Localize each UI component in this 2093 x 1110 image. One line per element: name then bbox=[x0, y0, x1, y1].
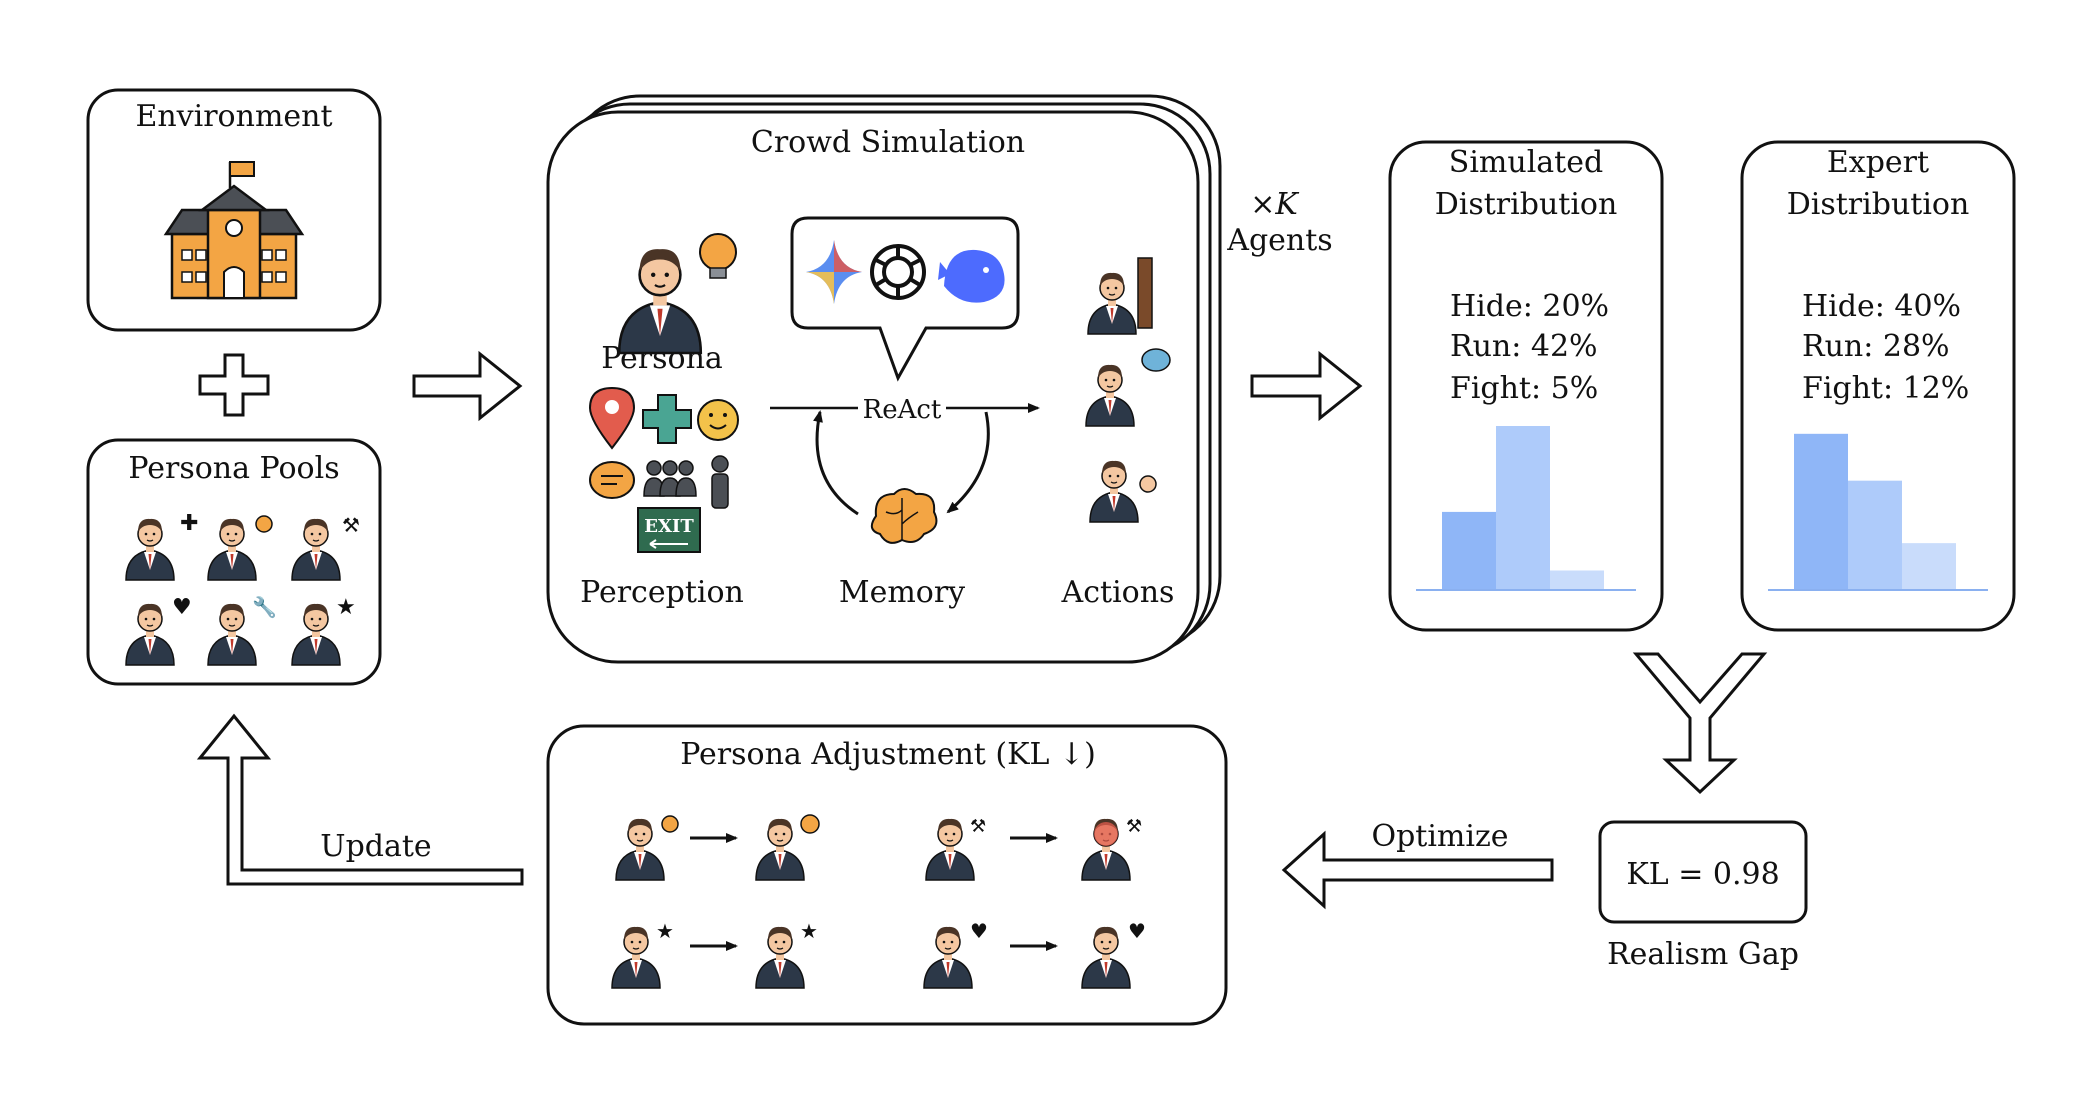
actions-label: Actions bbox=[1061, 575, 1175, 610]
bar-fight bbox=[1902, 543, 1956, 590]
simulated-stat: Fight: 5% bbox=[1450, 371, 1598, 406]
bar-hide bbox=[1442, 511, 1496, 590]
angry-face-overlay bbox=[1094, 822, 1118, 846]
fist-icon bbox=[1139, 475, 1157, 493]
simulated-stat: Run: 42% bbox=[1450, 329, 1598, 364]
persona-adjustment-box: Persona Adjustment (KL ↓) ⚒ ⚒ ★ ★ ♥ bbox=[546, 724, 1228, 1026]
heart-icon: ♥ bbox=[970, 919, 988, 943]
lightbulb-icon bbox=[661, 815, 679, 833]
expert-bar-chart bbox=[1768, 433, 1988, 591]
adjustment-pair: ★ ★ bbox=[611, 919, 818, 989]
bar-fight bbox=[1550, 570, 1604, 590]
expert-stat: Fight: 12% bbox=[1802, 371, 1969, 406]
environment-box: Environment bbox=[86, 88, 382, 332]
exit-sign-icon: EXIT bbox=[637, 507, 701, 553]
agents-label: Agents bbox=[1226, 223, 1332, 258]
crowd-simulation-box: Crowd Simulation Persona bbox=[546, 94, 1222, 664]
arrow-right-icon bbox=[412, 350, 523, 422]
persona-pools-box: Persona Pools ✚ ⚒ ♥ 🔧 ★ bbox=[86, 438, 382, 686]
whale-icon bbox=[938, 249, 1005, 303]
simulated-distribution-box: Simulated Distribution Hide: 20% Run: 42… bbox=[1388, 140, 1664, 632]
crowd-simulation-title: Crowd Simulation bbox=[751, 125, 1025, 160]
perception-icons: EXIT bbox=[588, 386, 739, 553]
environment-title: Environment bbox=[135, 99, 332, 134]
star-icon: ★ bbox=[656, 919, 674, 943]
expert-title-line1: Expert bbox=[1827, 145, 1929, 180]
gavel-icon: ⚒ bbox=[970, 816, 986, 837]
react-label: ReAct bbox=[863, 395, 942, 425]
times-k-label: ×K bbox=[1250, 187, 1299, 222]
expert-title-line2: Distribution bbox=[1787, 187, 1970, 222]
simulated-title-line1: Simulated bbox=[1449, 145, 1603, 180]
chat-bubble-icon bbox=[1141, 348, 1171, 372]
action-avatar-run bbox=[1085, 348, 1171, 427]
action-avatar-hide bbox=[1087, 257, 1153, 335]
adjustment-pair: ⚒ ⚒ bbox=[925, 816, 1142, 881]
update-arrow-icon bbox=[196, 713, 524, 886]
plus-icon bbox=[198, 353, 270, 417]
bar-hide bbox=[1794, 433, 1848, 590]
arrow-left-icon bbox=[1281, 830, 1554, 910]
realism-gap-box: KL = 0.98 Realism Gap bbox=[1598, 820, 1808, 972]
exit-sign-text: EXIT bbox=[644, 516, 694, 537]
persona-pools-title: Persona Pools bbox=[128, 451, 339, 486]
memory-feedback-arrow bbox=[813, 410, 859, 516]
simulated-bar-chart bbox=[1416, 426, 1636, 591]
llm-bubble bbox=[790, 216, 1020, 382]
wrench-icon: 🔧 bbox=[252, 595, 277, 619]
simulated-title-line2: Distribution bbox=[1435, 187, 1618, 222]
school-icon bbox=[163, 161, 305, 300]
location-pin-icon bbox=[588, 386, 636, 450]
arrow-right-icon bbox=[1250, 350, 1363, 422]
heart-icon: ♥ bbox=[1128, 919, 1146, 943]
realism-gap-label: Realism Gap bbox=[1607, 937, 1799, 972]
openai-icon bbox=[870, 244, 926, 300]
brain-icon bbox=[870, 488, 938, 544]
merge-arrow-icon bbox=[1632, 652, 1768, 795]
medical-cross-icon bbox=[642, 394, 692, 444]
bar-run bbox=[1848, 480, 1902, 590]
lightbulb-icon bbox=[255, 515, 273, 533]
memory-label: Memory bbox=[839, 575, 965, 610]
update-label: Update bbox=[320, 829, 431, 864]
smiley-icon bbox=[697, 399, 739, 441]
gavel-icon: ⚒ bbox=[342, 513, 360, 537]
optimize-label: Optimize bbox=[1371, 819, 1508, 854]
adjustment-pair bbox=[615, 814, 820, 881]
memory-to-action-arrow bbox=[946, 411, 990, 514]
perception-label: Perception bbox=[580, 575, 744, 610]
simulated-stat: Hide: 20% bbox=[1450, 289, 1609, 324]
chat-bubble-icon bbox=[589, 461, 635, 499]
expert-stat: Run: 28% bbox=[1802, 329, 1950, 364]
stressed-face-icon bbox=[800, 814, 820, 834]
persona-adjustment-title: Persona Adjustment (KL ↓) bbox=[680, 737, 1096, 772]
persona-label: Persona bbox=[601, 341, 723, 376]
person-icon bbox=[711, 455, 729, 509]
expert-distribution-box: Expert Distribution Hide: 40% Run: 28% F… bbox=[1740, 140, 2016, 632]
crowd-icon bbox=[643, 460, 697, 497]
heart-icon: ♥ bbox=[172, 595, 192, 620]
kl-value: KL = 0.98 bbox=[1626, 857, 1779, 892]
expert-stat: Hide: 40% bbox=[1802, 289, 1961, 324]
gavel-icon: ⚒ bbox=[1126, 816, 1142, 837]
star-icon: ★ bbox=[800, 919, 818, 943]
lightbulb-icon bbox=[699, 233, 737, 271]
action-avatar-fight bbox=[1089, 460, 1157, 523]
bar-run bbox=[1496, 426, 1550, 590]
plus-icon: ✚ bbox=[180, 511, 198, 536]
lightbulb-base bbox=[709, 267, 727, 279]
adjustment-pair: ♥ ♥ bbox=[923, 919, 1146, 989]
star-icon: ★ bbox=[336, 595, 356, 620]
